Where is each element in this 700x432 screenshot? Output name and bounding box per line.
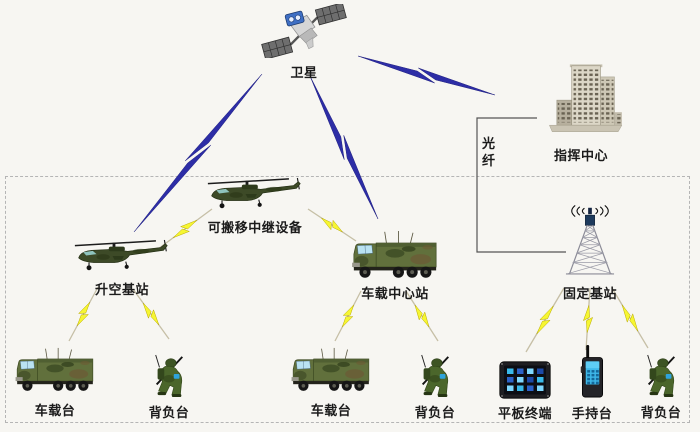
node-fixed-base: 固定基站 bbox=[556, 205, 624, 302]
tablet-label: 平板终端 bbox=[497, 406, 552, 421]
satellite-label: 卫星 bbox=[290, 65, 318, 80]
soldier-right-label: 背负台 bbox=[640, 405, 682, 420]
node-command-center: 指挥中心 bbox=[533, 63, 629, 164]
backpack-soldier-icon bbox=[646, 354, 676, 398]
handheld-radio-icon bbox=[579, 345, 603, 398]
node-relay: 可搬移中继设备 bbox=[200, 175, 310, 236]
vehicle-center-truck-icon bbox=[351, 231, 437, 279]
command-center-label: 指挥中心 bbox=[553, 148, 608, 163]
vehicle-station-truck-icon bbox=[291, 347, 370, 392]
node-truck-mid: 车载台 bbox=[288, 344, 374, 419]
tablet-terminal-icon bbox=[499, 361, 551, 399]
vehicle-center-label: 车载中心站 bbox=[361, 286, 429, 301]
node-tablet: 平板终端 bbox=[496, 361, 554, 422]
relay-label: 可搬移中继设备 bbox=[207, 220, 303, 235]
satellite-icon bbox=[257, 4, 351, 58]
soldier-mid-label: 背负台 bbox=[414, 405, 456, 420]
node-satellite: 卫星 bbox=[254, 4, 354, 81]
field-network-boundary bbox=[5, 176, 690, 423]
fixed-base-label: 固定基站 bbox=[562, 286, 617, 301]
node-truck-left: 车载台 bbox=[12, 344, 98, 419]
soldier-left-label: 背负台 bbox=[148, 405, 190, 420]
truck-left-label: 车载台 bbox=[34, 403, 76, 418]
node-air-base: 升空基站 bbox=[66, 237, 178, 298]
relay-helicopter-icon bbox=[207, 177, 301, 209]
air-base-label: 升空基站 bbox=[94, 282, 149, 297]
fixed-base-tower-icon bbox=[565, 205, 615, 275]
command-center-building-icon bbox=[548, 63, 623, 133]
node-vehicle-center: 车载中心站 bbox=[342, 231, 448, 302]
node-soldier-mid: 背负台 bbox=[412, 350, 458, 421]
fiber-label: 光纤 bbox=[482, 136, 496, 168]
vehicle-station-truck-icon bbox=[15, 347, 94, 392]
node-soldier-left: 背负台 bbox=[146, 350, 192, 421]
node-soldier-right: 背负台 bbox=[638, 350, 684, 421]
air-base-helicopter-icon bbox=[74, 239, 168, 271]
backpack-soldier-icon bbox=[154, 354, 184, 398]
node-handheld: 手持台 bbox=[571, 345, 613, 422]
backpack-soldier-icon bbox=[420, 354, 450, 398]
truck-mid-label: 车载台 bbox=[310, 403, 352, 418]
handheld-label: 手持台 bbox=[571, 406, 613, 421]
